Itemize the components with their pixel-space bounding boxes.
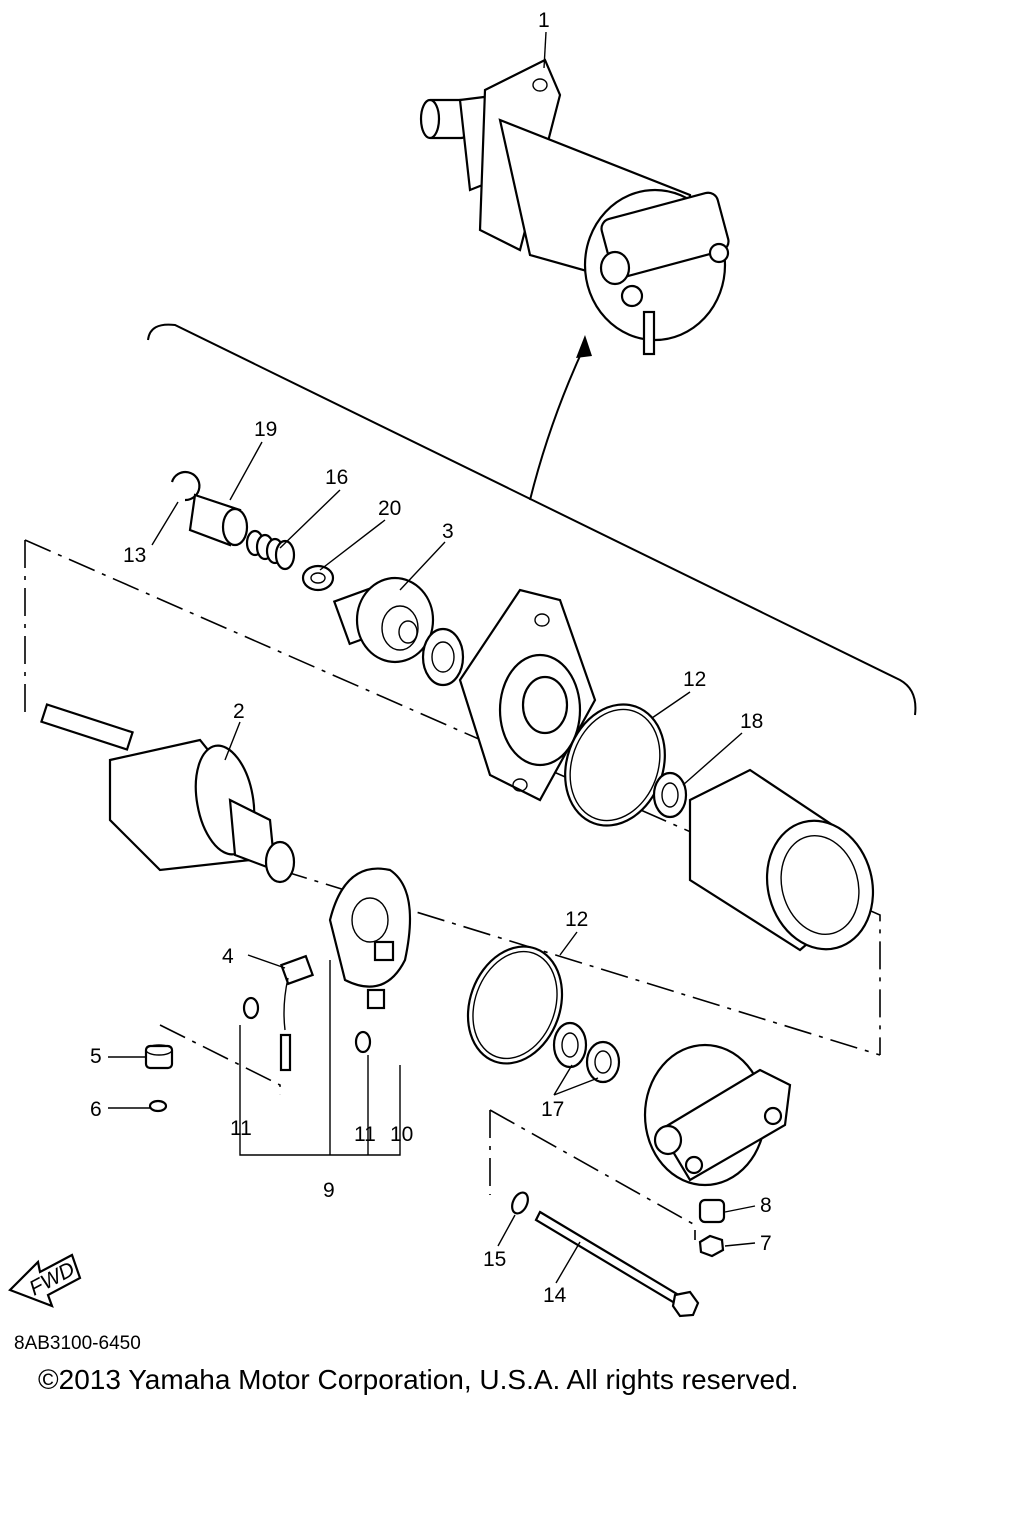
o-ring-12-upper-inner [569,708,661,822]
washer-17-a [552,1021,588,1069]
callout-3: 3 [442,520,454,543]
through-bolt-14 [534,1210,700,1318]
alignment-line-endcap [489,1109,696,1240]
callout-13: 13 [123,544,146,567]
copyright-notice: ©2013 Yamaha Motor Corporation, U.S.A. A… [38,1364,799,1395]
alignment-line-upper [24,539,881,1055]
washer-18-inner [661,782,679,808]
callout-9: 9 [323,1179,335,1202]
brush-holder-4 [279,954,315,1072]
callout-12-lower: 12 [565,908,588,931]
clutch-3 [332,576,435,664]
callout-8: 8 [760,1194,772,1217]
callout-19: 19 [254,418,277,441]
callout-5: 5 [90,1045,102,1068]
nut-5 [144,1044,174,1070]
diagram-part-number: 8AB3100-6450 [14,1333,141,1354]
callout-20: 20 [378,497,401,520]
callout-16: 16 [325,466,348,489]
leader-lines [108,31,756,1284]
washer-17-b-inner [594,1050,612,1074]
snap-ring-13 [170,470,201,502]
rear-cover [643,1043,792,1187]
bracket-arrowhead [576,335,592,358]
lock-washer-11-left [242,996,260,1020]
washer-small [421,627,465,687]
group-bracket [147,323,917,716]
collar-19 [188,493,249,547]
fwd-arrow-icon: FWD [8,1253,82,1308]
callout-6: 6 [90,1098,102,1121]
washer-6 [148,1099,168,1113]
callout-11-left: 11 [230,1117,252,1140]
callout-18: 18 [740,710,763,733]
o-ring-12-lower [466,945,564,1065]
washer-18 [652,771,688,819]
lock-washer-11-right [354,1030,372,1054]
callout-15: 15 [483,1248,506,1271]
callout-11-right: 11 [354,1123,376,1146]
callout-12-upper: 12 [683,668,706,691]
alignment-line-screws [159,1024,281,1095]
starter-motor-assembly [419,58,730,356]
callout-14: 14 [543,1284,567,1307]
armature-2 [40,703,296,884]
callout-17: 17 [541,1098,564,1121]
callout-1: 1 [538,9,550,32]
brush-plate-9 [328,867,412,1010]
grommet-8 [698,1198,726,1224]
yoke-housing [688,768,875,952]
o-ring-12-lower-inner [472,950,558,1060]
callout-2: 2 [233,700,245,723]
nut-7 [698,1234,725,1258]
front-cover [458,588,597,802]
bracket-arrow-line [529,344,586,501]
washer-15 [511,1191,529,1215]
washer-20 [301,564,335,592]
bracket-lines-brushes [239,960,401,1156]
callout-4: 4 [222,945,234,968]
callout-10: 10 [390,1123,413,1146]
washer-17-a-inner [561,1032,579,1058]
washer-17-b [585,1040,621,1084]
callout-7: 7 [760,1232,772,1255]
callouts: 1 2 3 4 5 6 7 8 9 10 11 11 12 12 13 14 1… [90,9,772,1307]
spring-16 [245,529,296,571]
